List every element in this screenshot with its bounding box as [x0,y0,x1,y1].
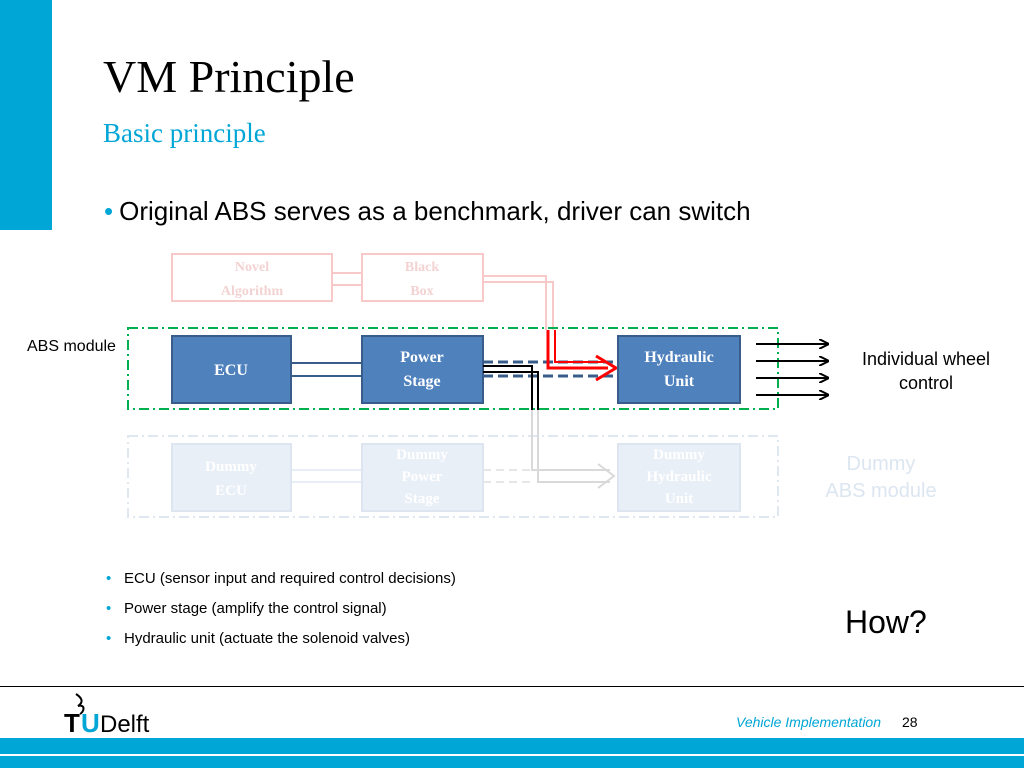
hydraulic-unit-line1: Hydraulic [644,349,713,366]
black-box-block: Black Box [361,253,484,302]
dummy-ecu-line2: ECU [215,483,247,499]
svg-text:T: T [64,708,80,736]
bullet-dot-icon: • [106,570,112,587]
main-bullet-text: Original ABS serves as a benchmark, driv… [119,196,751,226]
black-box-line2: Box [410,284,433,299]
novel-algorithm-line1: Novel [235,260,269,275]
novel-algorithm-block: Novel Algorithm [171,253,333,302]
accent-bar [0,0,52,230]
wheel-control-line1: Individual wheel [862,349,990,369]
bullet-dot-icon: • [104,196,114,226]
abs-module-label: ABS module [27,338,116,355]
dummy-hydraulic-line3: Unit [665,491,693,507]
sub-bullet-item: • Power stage (amplify the control signal… [106,600,456,630]
dummy-hydraulic-line2: Hydraulic [646,469,711,485]
dummy-hydraulic-line1: Dummy [653,447,705,463]
power-stage-line1: Power [400,349,444,366]
svg-text:U: U [81,708,100,736]
dummy-power-stage-line2: Power [402,469,443,485]
novel-algorithm-line2: Algorithm [221,284,284,299]
dummy-abs-label-line2: ABS module [825,480,936,502]
power-stage-block: Power Stage [361,335,484,404]
dummy-ecu-block: Dummy ECU [171,443,292,512]
power-stage-line2: Stage [403,373,440,390]
footer-course: Vehicle Implementation [736,714,882,730]
sub-bullet-list: • ECU (sensor input and required control … [106,570,456,660]
bullet-dot-icon: • [106,630,112,647]
red-switch-arrow [546,330,608,370]
sub-bullet-text: ECU (sensor input and required control d… [124,570,456,587]
sub-bullet-text: Hydraulic unit (actuate the solenoid val… [124,630,410,647]
sub-bullet-text: Power stage (amplify the control signal) [124,600,387,617]
dummy-power-stage-line3: Stage [405,491,440,507]
black-box-line1: Black [405,260,439,275]
sub-bullet-item: • ECU (sensor input and required control … [106,570,456,600]
dummy-hydraulic-unit-block: Dummy Hydraulic Unit [617,443,741,512]
footer-stripe [0,754,1024,756]
dummy-power-stage-block: Dummy Power Stage [361,443,484,512]
slide-title: VM Principle [103,51,355,102]
bullet-dot-icon: • [106,600,112,617]
dummy-ecu-line1: Dummy [205,459,257,475]
main-bullet: •Original ABS serves as a benchmark, dri… [104,196,751,227]
tudelft-logo: T U Delft [64,693,150,736]
footer-divider [0,686,1024,687]
abs-module-frame [127,327,779,410]
how-question: How? [845,604,927,640]
hydraulic-unit-block: Hydraulic Unit [617,335,741,404]
hydraulic-unit-line2: Unit [664,373,695,390]
dummy-power-stage-line1: Dummy [396,447,448,463]
dummy-abs-label-line1: Dummy [847,453,916,475]
wheel-control-line2: control [899,373,953,393]
sub-bullet-item: • Hydraulic unit (actuate the solenoid va… [106,630,456,660]
ecu-block: ECU [171,335,292,404]
page-number: 28 [902,714,918,730]
footer-bar [0,738,1024,768]
abs-diagram: Novel Algorithm Black Box ECU Power Stag… [127,253,990,518]
dummy-module-frame [127,435,779,518]
ecu-label: ECU [214,362,248,379]
svg-text:Delft: Delft [100,711,150,736]
output-arrows [756,344,828,395]
slide-subtitle: Basic principle [103,118,266,148]
